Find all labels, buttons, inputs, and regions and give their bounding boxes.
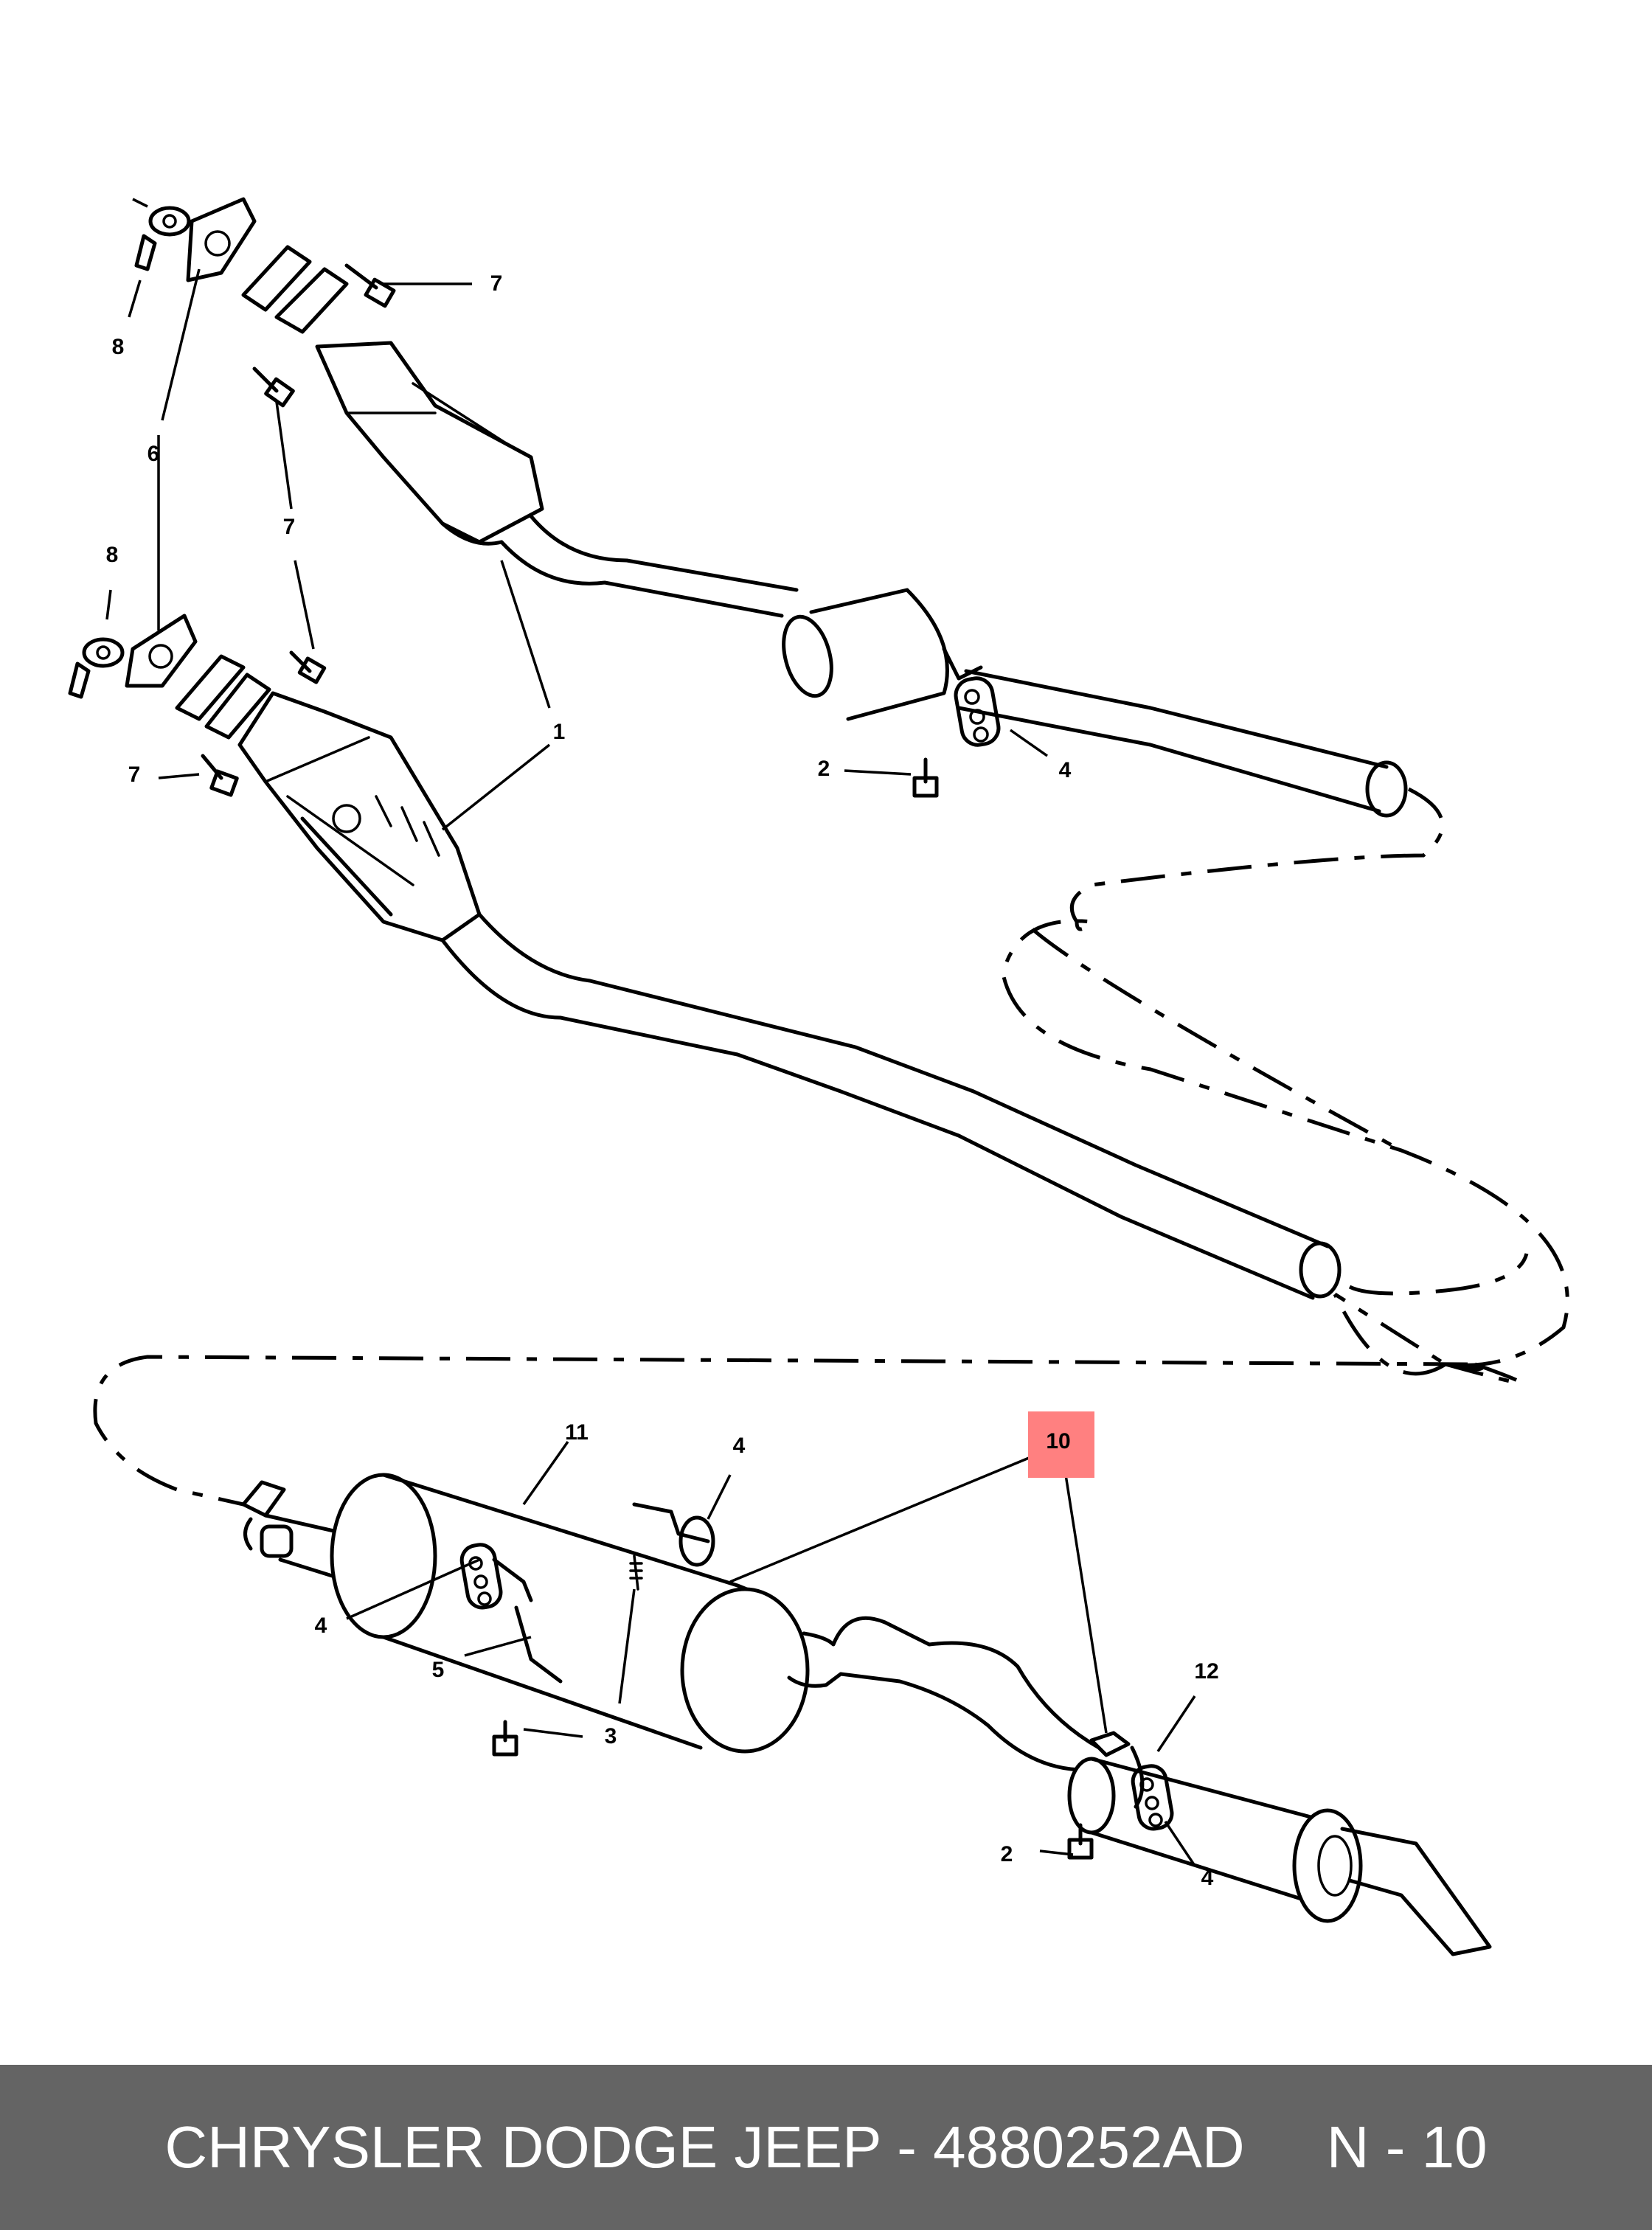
- part-number-footer: CHRYSLER DODGE JEEP - 4880252AD N - 10: [0, 2065, 1652, 2230]
- callout-2-lower: 2: [1001, 1842, 1013, 1866]
- leader-lines: [105, 198, 1196, 1866]
- callout-10-highlight: [1028, 1411, 1094, 1478]
- flag-nut-lower: [68, 637, 125, 699]
- callout-1: 1: [553, 720, 566, 744]
- pipe-routing-dashed-line-main: [93, 1355, 1468, 1507]
- callout-7-mid: 7: [283, 515, 296, 539]
- callout-10: 10: [1046, 1429, 1070, 1453]
- lower-catalytic-converter: [175, 654, 482, 942]
- gasket-lower: [125, 614, 198, 688]
- muffler-hanger-right: [632, 1502, 715, 1567]
- tailpipe-hanger: [1131, 1764, 1174, 1831]
- part-number-caption: CHRYSLER DODGE JEEP - 4880252AD N - 10: [164, 2114, 1488, 2180]
- callout-4-lower: 4: [1201, 1866, 1214, 1890]
- bolt-7-left: [201, 754, 239, 797]
- callout-7-left: 7: [128, 763, 141, 787]
- callout-2-upper: 2: [818, 757, 830, 781]
- flag-nut-upper: [134, 206, 191, 271]
- upper-catalytic-converter: [241, 245, 544, 546]
- intermediate-pipe: [787, 1616, 1101, 1772]
- callout-3: 3: [605, 1724, 617, 1748]
- bolt-3-stud: [629, 1555, 643, 1591]
- bolt-2-lower: [1067, 1823, 1094, 1860]
- front-pipe-upper-branch: [499, 514, 1408, 818]
- bolt-7-top: [344, 263, 396, 308]
- bolt-2-upper: [912, 757, 939, 798]
- exhaust-system-diagram: 8 6 8 7 7 7 1 2 4 11 4 10 4 5 3 12 2 4: [68, 197, 1569, 1956]
- callout-8-top: 8: [112, 335, 125, 359]
- pipe-routing-dashed-line-2: [1031, 928, 1403, 1153]
- bolt-7-right: [289, 650, 327, 684]
- tailpipe: [1067, 1757, 1492, 1956]
- callout-5: 5: [432, 1658, 445, 1682]
- muffler: [330, 1473, 810, 1754]
- callout-7-top: 7: [490, 271, 503, 296]
- pipe-routing-dashed-line-3: [1348, 1253, 1529, 1296]
- upper-hanger-isolator: [942, 647, 1001, 747]
- inlet-clamp: [241, 1480, 294, 1558]
- callout-12: 12: [1194, 1659, 1218, 1684]
- callout-6: 6: [148, 442, 160, 466]
- callout-11: 11: [565, 1420, 589, 1445]
- callout-8-bottom: 8: [106, 543, 119, 567]
- front-pipe-lower-branch: [440, 912, 1342, 1300]
- callout-4-muffler-left: 4: [315, 1614, 327, 1638]
- callout-4-muffler-top: 4: [733, 1434, 746, 1458]
- bolt-7-mid: [252, 367, 295, 408]
- muffler-hanger-left: [459, 1543, 563, 1684]
- gasket-upper: [186, 197, 257, 282]
- callout-4-upper: 4: [1059, 758, 1072, 782]
- bolt-3: [492, 1720, 518, 1757]
